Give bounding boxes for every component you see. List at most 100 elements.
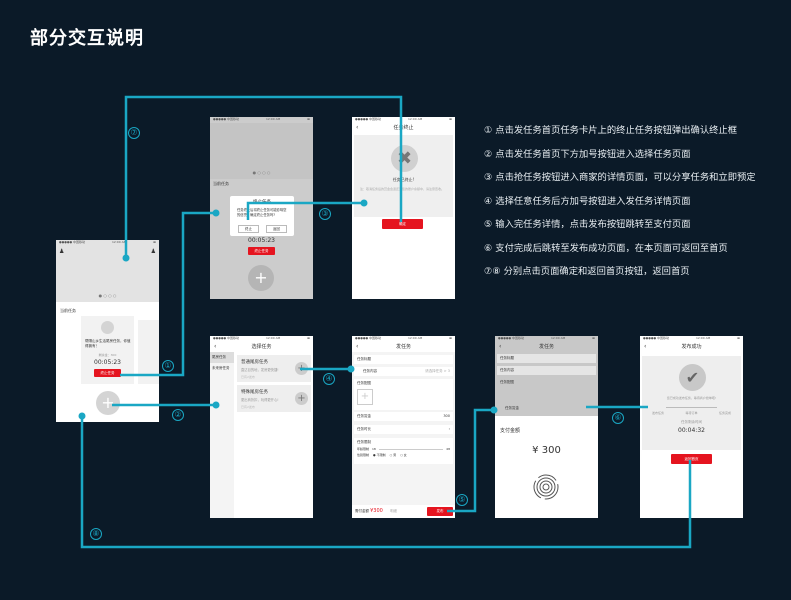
nav-title: 发布成功 <box>681 344 702 350</box>
gender-radio[interactable]: ○ 男 <box>389 453 397 457</box>
upload-image-button[interactable]: + <box>357 389 373 405</box>
back-icon[interactable]: ‹ <box>356 343 359 350</box>
card-meta: 已有2发布 <box>241 375 255 379</box>
connector-7 <box>124 95 403 258</box>
battery-icon: ▬ <box>449 117 452 121</box>
age-max: 48 <box>446 447 450 451</box>
total-amount: ¥300 <box>370 508 383 514</box>
card-text: 帮隔山乡生活尾房任务，你值得拥有！ <box>85 339 131 348</box>
step-label: 等待订单 <box>685 411 698 415</box>
back-icon[interactable]: ‹ <box>644 343 647 350</box>
countdown: 00:04:32 <box>678 427 705 434</box>
marker-4: ④ <box>323 373 335 385</box>
battery-icon: ▬ <box>449 336 452 340</box>
step-label: 任务完成 <box>718 411 731 415</box>
timer: 00:05:23 <box>248 237 275 244</box>
legend-item: ⑦⑧ 分别点击页面确定和返回首页按钮，返回首页 <box>484 266 690 277</box>
step-label: 发布任务 <box>652 411 665 415</box>
field-hint: 请选择任务 > 3 <box>425 369 450 373</box>
task-type-card[interactable]: 普通尾房任务 直达目的地，发房更快捷! 已有2发布 + <box>237 355 311 382</box>
stop-task-button[interactable]: 终止任务 <box>248 247 275 255</box>
marker-3: ③ <box>319 208 331 220</box>
tab-future-room[interactable]: 未来房任务 <box>212 366 230 370</box>
field-label: 任务内容 <box>363 369 377 373</box>
task-card[interactable]: 帮隔山乡生活尾房任务，你值得拥有！ 剩余金：300 00:05:23 终止任务 <box>81 316 134 384</box>
battery-icon: ▬ <box>307 336 310 340</box>
radio-label: 不限制 <box>376 453 386 457</box>
card-meta: 剩余金：300 <box>98 353 117 357</box>
confirm-button[interactable]: 确定 <box>382 219 423 229</box>
battery-icon: ▬ <box>737 336 740 340</box>
task-type-card[interactable]: 特殊尾房任务 更出商折扣，玩得更开心! 已有2发布 + <box>237 385 311 412</box>
gender-radio[interactable]: ○ 女 <box>400 453 407 457</box>
card-desc: 更出商折扣，玩得更开心! <box>241 398 279 402</box>
detail-link[interactable]: 明细 <box>389 509 397 513</box>
avatar <box>101 321 114 334</box>
nav-title: 选择任务 <box>251 344 272 350</box>
legend-item: ⑥ 支付完成后跳转至发布成功页面，在本页面可返回至首页 <box>484 242 728 254</box>
content-field: 任务内容 <box>497 366 596 375</box>
gender-label: 性别限制 <box>357 453 370 457</box>
bottom-bar: 需付金额 ¥300 明细 发布 <box>352 505 455 518</box>
card-title: 普通尾房任务 <box>241 360 268 365</box>
back-icon[interactable]: ‹ <box>214 343 217 350</box>
legend-item: ③ 点击抢任务按钮进入商家的详情页面，可以分享任务和立即预定 <box>484 172 756 183</box>
battery-icon: ▬ <box>307 117 310 121</box>
title-field[interactable]: 任务标题 <box>354 355 453 364</box>
return-home-button[interactable]: 返回首页 <box>671 454 712 464</box>
battery-icon: ▬ <box>592 336 595 340</box>
carrier: ●●●●● 中国移动 <box>213 336 240 340</box>
radio-label: 女 <box>403 453 407 457</box>
dialog-cancel-button[interactable]: 返回 <box>266 225 287 233</box>
field-label: 任务配图 <box>357 381 371 385</box>
field-label: 任务内容 <box>500 368 514 372</box>
marker-1: ① <box>162 360 174 372</box>
progress-steps <box>666 407 717 408</box>
connector-3 <box>246 201 364 220</box>
success-panel: ✔ 您已成功发布任务，等待商户抢单吧! 发布任务等待订单任务完成 任务剩余时间 … <box>642 356 741 450</box>
content-field[interactable]: 任务内容 请选择任务 > 3 <box>354 367 453 376</box>
gender-radio[interactable]: ● 不限制 <box>373 453 386 457</box>
connector-dot <box>212 401 220 409</box>
user-icon[interactable]: ♟ <box>59 248 65 255</box>
add-task-button[interactable]: + <box>96 391 120 415</box>
fingerprint-icon[interactable] <box>533 474 559 500</box>
connector-dot <box>78 412 86 420</box>
time: 12:00 AM <box>407 336 423 340</box>
radio-label: 男 <box>393 453 397 457</box>
carrier: ●●●●● 中国移动 <box>643 336 670 340</box>
add-task-button[interactable]: + <box>248 265 274 291</box>
publish-button[interactable]: 发布 <box>427 507 453 516</box>
dialog-confirm-button[interactable]: 终止 <box>238 225 259 233</box>
time: 12:00 AM <box>265 117 281 121</box>
back-icon[interactable]: ‹ <box>356 124 359 131</box>
stop-task-button[interactable]: 终止任务 <box>94 369 121 377</box>
nav-title: 发任务 <box>395 344 411 350</box>
marker-8: ⑧ <box>90 528 102 540</box>
duration-field[interactable]: 任务时长› <box>354 425 453 434</box>
tab-tail-room[interactable]: 尾房任务 <box>210 352 234 363</box>
legend-item: ② 点击发任务首页下方加号按钮进入选择任务页面 <box>484 148 691 160</box>
age-min: 18 <box>372 447 376 451</box>
task-card[interactable] <box>138 320 159 384</box>
dialog-body: 任务终止后将终止任务可能影响您的信誉，确定终止任务吗? <box>237 208 287 217</box>
connector-dot <box>490 406 498 414</box>
banner: ● ○ ○ ○ <box>210 123 313 179</box>
add-button[interactable]: + <box>295 392 308 405</box>
connector-dot <box>360 199 368 207</box>
legend-item: ① 点击发任务首页任务卡片上的终止任务按钮弹出确认终止框 <box>484 125 738 136</box>
carousel-dots[interactable]: ● ○ ○ ○ <box>98 293 117 298</box>
connector-1 <box>120 211 216 377</box>
time: 12:00 AM <box>111 240 127 244</box>
category-sidebar: 尾房任务 未来房任务 <box>210 352 234 518</box>
banner[interactable]: ♟ ♟ ● ○ ○ ○ <box>56 246 159 302</box>
age-slider[interactable] <box>378 447 444 450</box>
section-label: 当前任务 <box>213 181 229 186</box>
bell-icon[interactable]: ♟ <box>150 248 156 255</box>
